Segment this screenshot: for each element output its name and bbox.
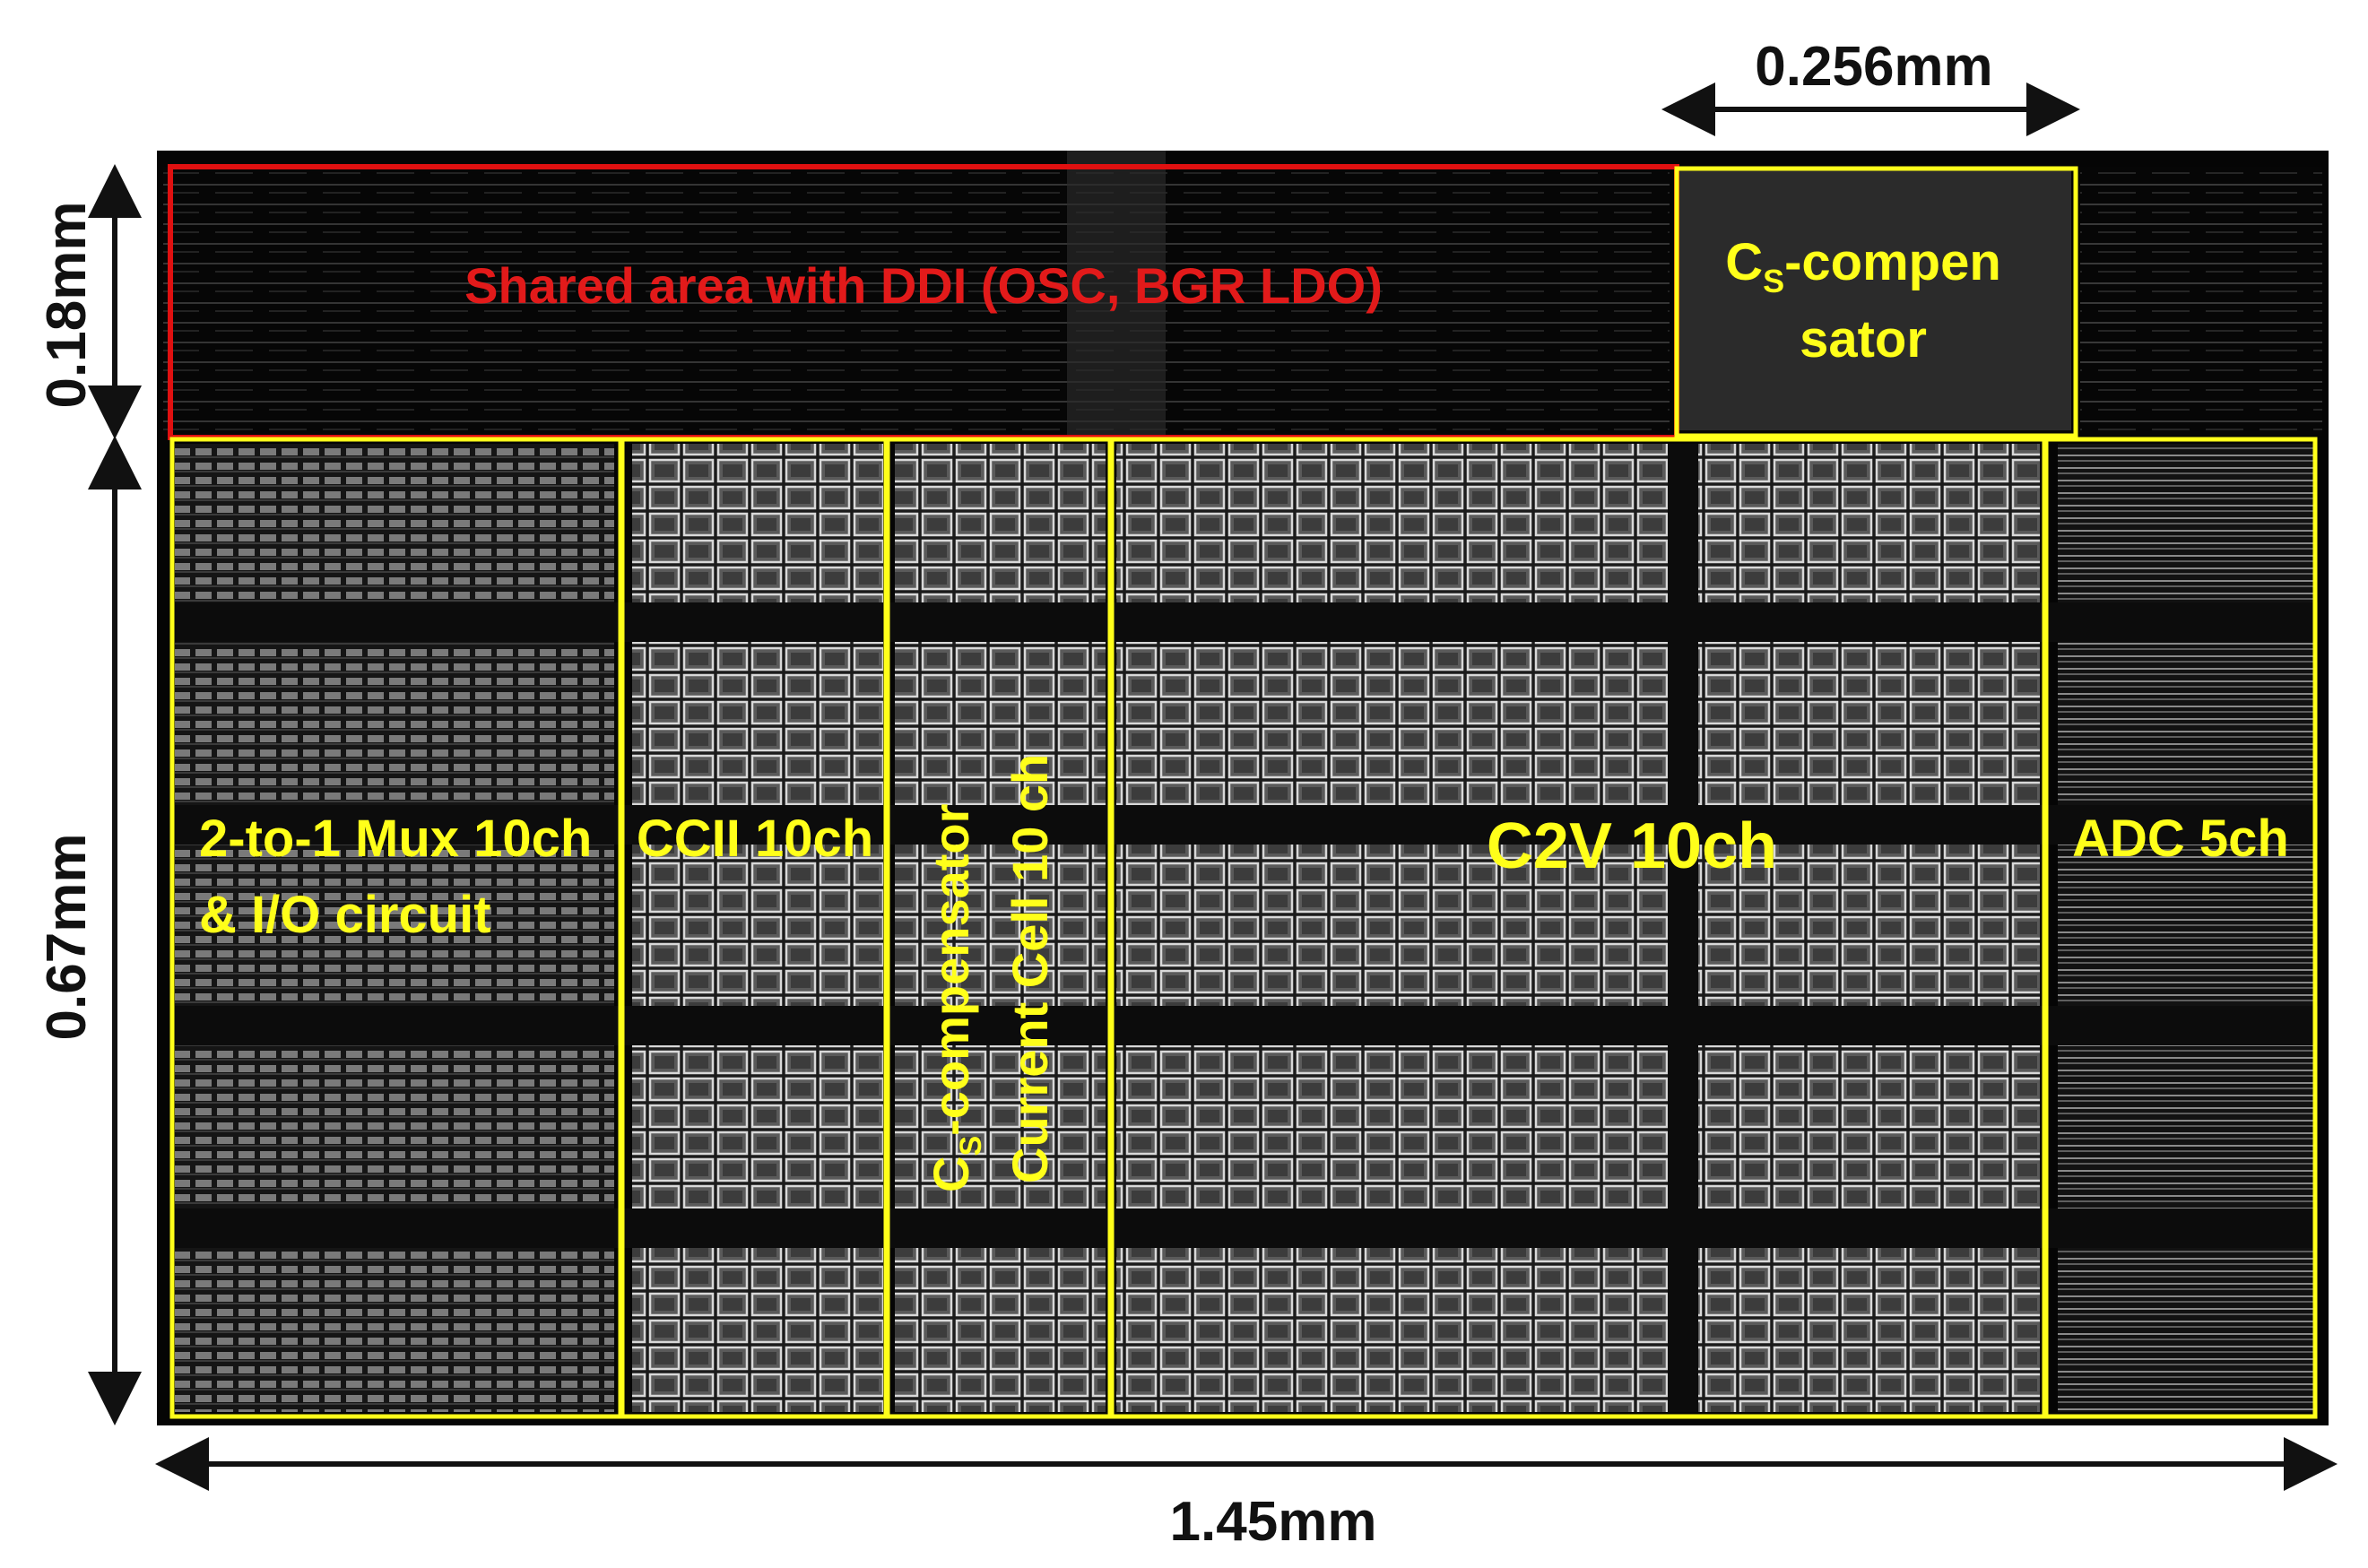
left-top-label: 0.18mm: [36, 202, 98, 409]
ccii-texture: [632, 444, 883, 1412]
top-routing-right: [2080, 167, 2322, 436]
svg-text:CS-compensator: CS-compensator: [923, 804, 988, 1192]
ccii-label: CCII 10ch: [637, 810, 873, 868]
mux-label-line1: 2-to-1 Mux 10ch: [199, 810, 592, 868]
vertical-bus: [1067, 151, 1166, 437]
bottom-width-label: 1.45mm: [1170, 1491, 1377, 1553]
adc-texture: [2058, 444, 2313, 1412]
cs-compensator-top-label-line2: sator: [1800, 310, 1927, 368]
routing-channels: [170, 444, 2318, 1412]
svg-text:Current Cell 10 ch: Current Cell 10 ch: [1002, 754, 1058, 1183]
current-cell-label: CS-compensator Current Cell 10 ch: [923, 754, 1058, 1192]
adc-label: ADC 5ch: [2072, 810, 2289, 868]
cs-compensator-top-border: [1674, 166, 2078, 438]
left-main-label: 0.67mm: [36, 834, 98, 1041]
block-borders: [169, 166, 2318, 1419]
top-width-label: 0.256mm: [1755, 36, 1992, 98]
shared-area-label: Shared area with DDI (OSC, BGR LDO): [464, 257, 1383, 314]
c2v-texture: [1116, 444, 2040, 1412]
adc-border: [2043, 437, 2318, 1419]
mux-label-line2: & I/O circuit: [199, 886, 491, 944]
shared-area-texture: [163, 167, 1670, 436]
cs-comp-top-texture: [1677, 170, 2071, 430]
cs-compensator-top-label: CS-compen: [1725, 233, 2001, 299]
c2v-label: C2V 10ch: [1487, 810, 1777, 882]
